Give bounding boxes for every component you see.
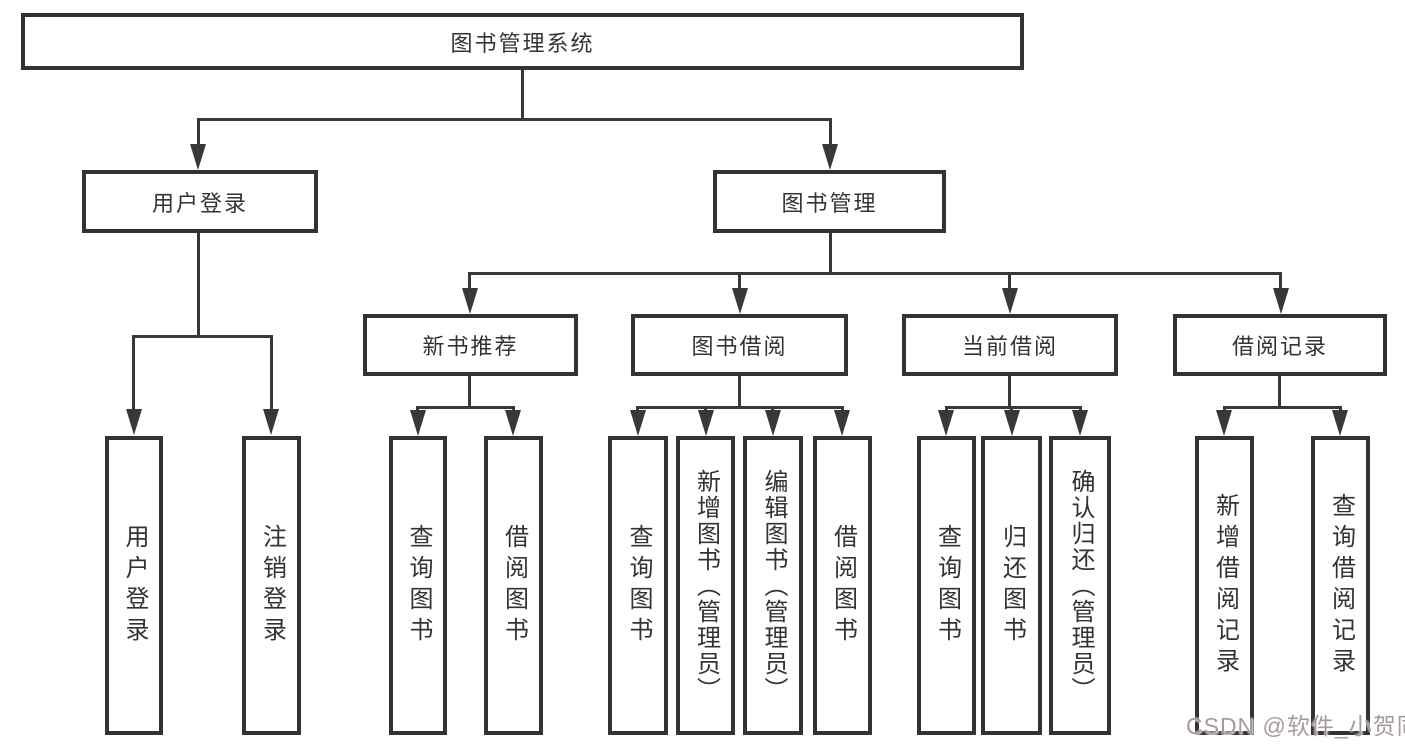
connector-line xyxy=(197,233,200,338)
arrowhead-down xyxy=(822,144,838,170)
leaf-confirm-return-admin: 确认归还（管理员） xyxy=(1049,436,1111,735)
connector-line xyxy=(468,272,471,294)
connector-line xyxy=(468,376,471,409)
connector-line xyxy=(738,272,741,294)
arrowhead-down xyxy=(1004,410,1020,436)
connector-line xyxy=(1008,272,1011,294)
leaf-query-books-recommend: 查询图书 xyxy=(389,436,447,735)
connector-line xyxy=(738,376,741,409)
arrowhead-down xyxy=(630,410,646,436)
leaf-add-borrow-record: 新增借阅记录 xyxy=(1195,436,1254,735)
leaf-return-books: 归还图书 xyxy=(981,436,1042,735)
connector-line xyxy=(1279,272,1282,294)
leaf-user-login: 用户登录 xyxy=(105,436,163,735)
node-new-book-recommend: 新书推荐 xyxy=(363,314,578,376)
arrowhead-down xyxy=(732,288,748,314)
arrowhead-down xyxy=(698,410,714,436)
connector-line xyxy=(636,406,844,409)
leaf-query-books-borrowing: 查询图书 xyxy=(608,436,668,735)
arrowhead-down xyxy=(1216,410,1232,436)
arrowhead-down xyxy=(1332,410,1348,436)
connector-line xyxy=(829,118,832,148)
arrowhead-down xyxy=(1002,288,1018,314)
arrowhead-down xyxy=(462,288,478,314)
arrowhead-down xyxy=(834,410,850,436)
node-book-management: 图书管理 xyxy=(713,170,946,233)
connector-line xyxy=(521,70,524,119)
connector-line xyxy=(829,233,832,275)
node-library-management-system: 图书管理系统 xyxy=(21,13,1024,70)
leaf-query-books-current: 查询图书 xyxy=(917,436,976,735)
node-current-borrowing: 当前借阅 xyxy=(902,314,1118,376)
node-user-login: 用户登录 xyxy=(82,170,318,233)
arrowhead-down xyxy=(190,144,206,170)
connector-line xyxy=(132,335,273,338)
connector-line xyxy=(945,406,1082,409)
arrowhead-down xyxy=(410,410,426,436)
arrowhead-down xyxy=(938,410,954,436)
arrowhead-down xyxy=(765,410,781,436)
node-borrowing-records: 借阅记录 xyxy=(1173,314,1387,376)
connector-line xyxy=(416,406,515,409)
leaf-query-borrow-record: 查询借阅记录 xyxy=(1311,436,1370,735)
connector-line xyxy=(1008,376,1011,409)
arrowhead-down xyxy=(505,410,521,436)
connector-line xyxy=(1278,376,1281,409)
leaf-borrow-books-recommend: 借阅图书 xyxy=(484,436,543,735)
leaf-edit-books-admin: 编辑图书（管理员） xyxy=(743,436,803,735)
arrowhead-down xyxy=(1072,410,1088,436)
connector-line xyxy=(468,272,1282,275)
connector-line xyxy=(132,335,135,413)
connector-line xyxy=(197,118,832,121)
csdn-watermark: CSDN @软件_小贺同学 xyxy=(1186,713,1405,739)
arrowhead-down xyxy=(263,409,279,435)
leaf-logout: 注销登录 xyxy=(242,436,301,735)
node-book-borrowing: 图书借阅 xyxy=(631,314,848,376)
connector-line xyxy=(197,118,200,148)
arrowhead-down xyxy=(126,409,142,435)
arrowhead-down xyxy=(1273,288,1289,314)
leaf-borrow-books: 借阅图书 xyxy=(813,436,872,735)
connector-line xyxy=(1223,406,1342,409)
connector-line xyxy=(270,335,273,413)
leaf-add-books-admin: 新增图书（管理员） xyxy=(676,436,735,735)
